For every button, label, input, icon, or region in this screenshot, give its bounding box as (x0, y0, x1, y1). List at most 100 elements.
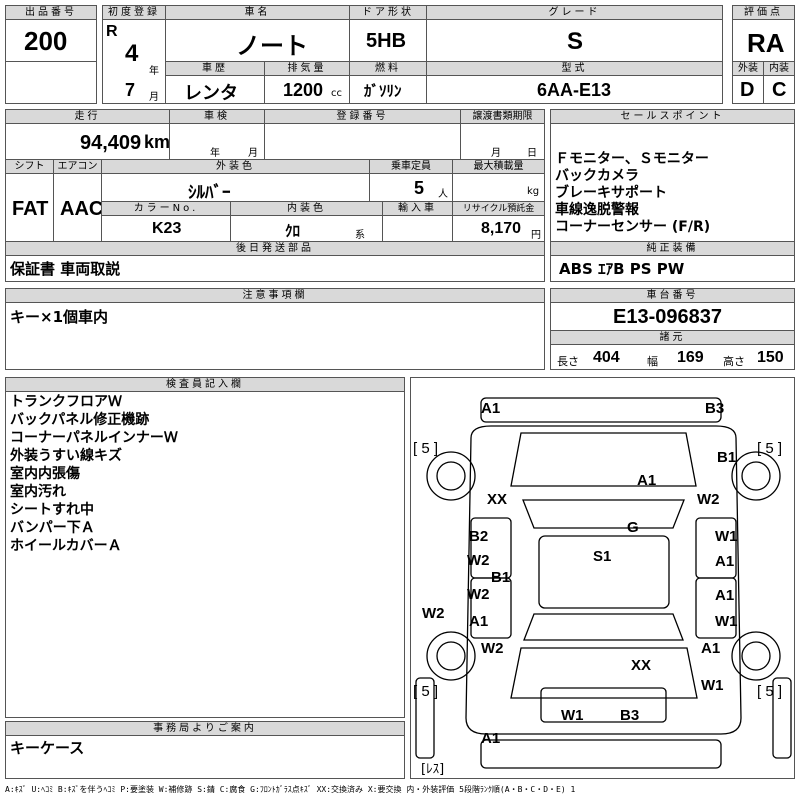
wheel-front-left (436, 641, 466, 671)
displacement-unit: cc (331, 88, 342, 99)
car-name-box: ノート (165, 19, 350, 62)
car-name: ノート (236, 32, 308, 60)
interior-rating: C (772, 79, 787, 101)
tire-rr-label: [ 5 ] (757, 440, 783, 457)
fuel: ｶﾞｿﾘﾝ (364, 82, 402, 100)
interior-color-suffix: 系 (355, 230, 365, 241)
damage-hood: XX (631, 657, 652, 674)
less-label: [ﾚｽ] (421, 762, 445, 777)
inspector-note: 室内内張傷 (10, 466, 80, 482)
inspection-month-unit: 月 (248, 148, 258, 159)
damage-roof: G (627, 519, 639, 536)
height: 150 (757, 349, 784, 366)
damage-right-front: W1 (701, 677, 724, 694)
reg-number-header: 登録番号 (264, 109, 461, 124)
grade: S (567, 28, 584, 55)
chassis-header: 車台番号 (550, 288, 795, 303)
color-no-header: カラーNo. (101, 201, 231, 216)
fuel-box: ｶﾞｿﾘﾝ (349, 75, 427, 104)
chassis-number: E13-096837 (613, 306, 722, 328)
specs-box: 長さ 404 幅 169 高さ 150 (550, 344, 795, 370)
model-code-box: 6AA-E13 (426, 75, 723, 104)
damage-right-door-rear-1: W1 (715, 528, 738, 545)
legend: A:ｷｽﾞ U:ﾍｺﾐ B:ｷｽﾞを伴うﾍｺﾐ P:要塗装 W:補修跡 S:錆 … (5, 785, 576, 794)
exterior-color-box: ｼﾙﾊﾞｰ (101, 173, 370, 203)
recycle-unit: 円 (531, 230, 541, 241)
exterior-header: 外装 (732, 61, 764, 76)
reg-number-box (264, 123, 461, 160)
inspector-box: トランクフロアＷ バックパネル修正機跡 コーナーパネルインナーＷ 外装うすい線キ… (5, 391, 405, 718)
displacement: 1200 (283, 80, 324, 100)
office-header: 事務局よりご案内 (5, 721, 405, 736)
inspector-note: 室内汚れ (10, 484, 66, 500)
inspection-box: 年 月 (169, 123, 265, 160)
notes-box: キー×1個車内 (5, 302, 545, 370)
transfer-month-unit: 月 (491, 148, 501, 159)
rear-window (522, 499, 685, 529)
interior-header: 内装 (763, 61, 795, 76)
history: レンタ (184, 83, 238, 104)
era: R (106, 23, 118, 40)
wheel-rear-left (436, 461, 466, 491)
rating-box: RA (732, 19, 795, 62)
transfer-header: 譲渡書類期限 (460, 109, 545, 124)
door-type-box: 5HB (349, 19, 427, 62)
exterior-rating: D (740, 79, 755, 101)
deferred-header: 後日発送部品 (5, 241, 545, 256)
shift-box: FAT (5, 173, 54, 242)
transfer-box: 月 日 (460, 123, 545, 160)
history-box: レンタ (165, 75, 265, 104)
sales-point-item: 車線逸脱警報 (555, 202, 639, 218)
tire-fl-label: [ 5 ] (413, 683, 439, 700)
notes-header: 注意事項欄 (5, 288, 545, 303)
office-notes: キーケース (10, 739, 85, 757)
max-load-unit: kg (527, 186, 540, 197)
windshield (523, 613, 684, 641)
grade-box: S (426, 19, 723, 62)
interior-color-header: 内装色 (230, 201, 383, 216)
length-label: 長さ (557, 355, 579, 368)
trunk (510, 432, 697, 487)
deferred-box: 保証書 車両取説 (5, 255, 545, 282)
damage-left-sill: B1 (491, 569, 511, 586)
registration-month: 7 (125, 80, 136, 100)
shift: FAT (12, 198, 49, 220)
sales-point-item: ブレーキサポート (555, 185, 667, 201)
recycle-header: リサイクル預託金 (452, 201, 545, 216)
aircon: AAC (60, 198, 104, 220)
sales-points-header: セールスポイント (550, 109, 795, 124)
right-sill (772, 677, 792, 759)
damage-right-rear-qtr: W2 (697, 491, 720, 508)
lot-number-box: 200 (5, 19, 97, 62)
roof (538, 535, 670, 609)
capacity-box: 5 人 (369, 173, 453, 202)
history-header: 車歴 (165, 61, 265, 76)
exterior-color: ｼﾙﾊﾞｰ (188, 183, 231, 203)
left-front-door (470, 577, 512, 639)
max-load-header: 最大積載量 (452, 159, 545, 174)
hood (510, 647, 698, 699)
car-outline-svg (415, 397, 792, 769)
office-box: キーケース (5, 735, 405, 779)
damage-rear-right: B3 (705, 400, 725, 417)
year-unit: 年 (149, 66, 159, 77)
damage-left-door-front-1: W2 (467, 586, 490, 603)
sales-point-item: Ｆモニター、Ｓモニター (555, 151, 709, 167)
transfer-day-unit: 日 (527, 148, 537, 159)
inspection-year-unit: 年 (210, 148, 220, 159)
damage-right-door-front-2: W1 (715, 613, 738, 630)
color-no-box: K23 (101, 215, 231, 242)
damage-roof-right: A1 (637, 472, 657, 489)
inspector-note: シートすれ中 (10, 502, 94, 518)
width-label: 幅 (647, 355, 658, 368)
inspector-header: 検査員記入欄 (5, 377, 405, 392)
sales-points-box: Ｆモニター、Ｓモニター バックカメラ ブレーキサポート 車線逸脱警報 コーナーセ… (550, 123, 795, 256)
damage-front-bottom: A1 (481, 730, 501, 747)
grille (540, 687, 667, 723)
capacity-header: 乗車定員 (369, 159, 453, 174)
front-bumper (480, 739, 722, 769)
height-label: 高さ (723, 355, 745, 368)
inspector-note: トランクフロアＷ (10, 394, 122, 410)
model-code-header: 型式 (426, 61, 723, 76)
length: 404 (593, 349, 620, 366)
